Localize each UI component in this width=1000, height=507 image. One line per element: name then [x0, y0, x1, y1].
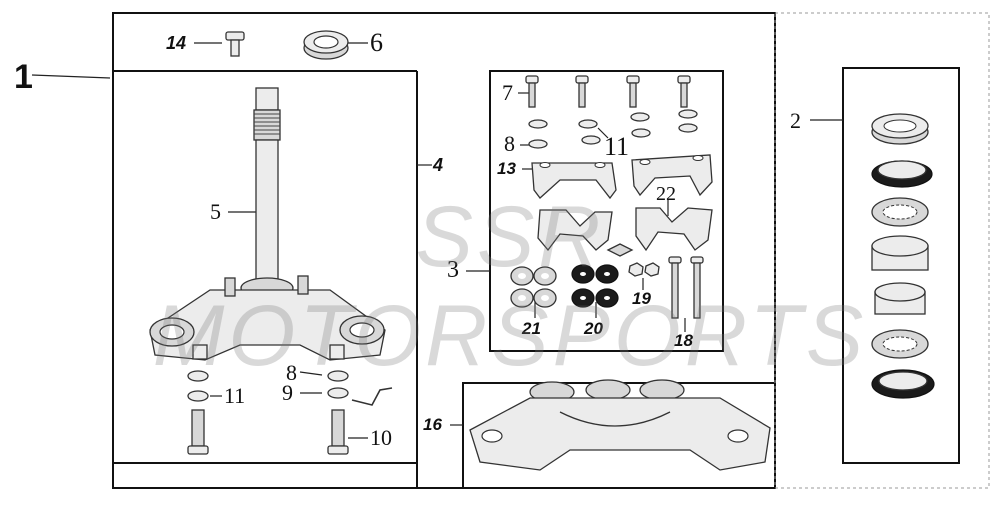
part-5-steering-stem — [240, 87, 294, 299]
frame-bearing-kit-2 — [842, 67, 960, 464]
callout-4: 4 — [433, 155, 444, 175]
part-16-bottom-clamp — [469, 379, 771, 471]
callout-20: 20 — [584, 319, 603, 338]
callout-3: 3 — [447, 257, 459, 283]
callout-8-clamp: 8 — [504, 131, 515, 156]
callout-16: 16 — [423, 415, 442, 434]
callout-1: 1 — [14, 58, 33, 96]
part-22-lower-clamps — [537, 207, 713, 257]
leader-lines — [31, 42, 843, 439]
callout-10: 10 — [370, 425, 392, 450]
part-8-11-washers-clamp — [528, 109, 698, 149]
callout-19: 19 — [632, 289, 651, 308]
callout-8-left: 8 — [286, 360, 297, 385]
callout-5: 5 — [210, 199, 221, 224]
assembly-frames — [112, 12, 990, 489]
callout-9: 9 — [282, 380, 293, 405]
callout-18: 18 — [674, 331, 693, 350]
part-20-bushings — [571, 264, 619, 308]
part-2-bearing-kit — [871, 113, 935, 399]
callout-22: 22 — [656, 183, 676, 205]
part-14-bolt — [225, 31, 245, 57]
part-8-11-washers-left — [187, 370, 393, 406]
part-21-bushings — [510, 266, 557, 308]
part-7-clamp-bolts — [525, 75, 691, 108]
part-10-bolts — [187, 409, 349, 455]
callout-2: 2 — [790, 108, 801, 133]
part-5-lower-clamp — [149, 275, 386, 361]
part-6-steering-nut — [303, 30, 349, 60]
callout-6: 6 — [370, 28, 383, 57]
frame-dashed-outline — [774, 12, 990, 489]
part-18-long-bolts — [668, 256, 704, 319]
frame-clamp-set-3 — [489, 70, 724, 352]
callout-14: 14 — [166, 33, 187, 53]
part-19-nuts — [628, 262, 660, 277]
callout-11-clamp: 11 — [604, 132, 630, 161]
callout-13: 13 — [497, 159, 516, 178]
callout-7: 7 — [502, 80, 513, 105]
callout-11-left: 11 — [224, 383, 246, 408]
callout-21: 21 — [522, 319, 541, 338]
part-13-upper-clamps — [531, 154, 713, 200]
